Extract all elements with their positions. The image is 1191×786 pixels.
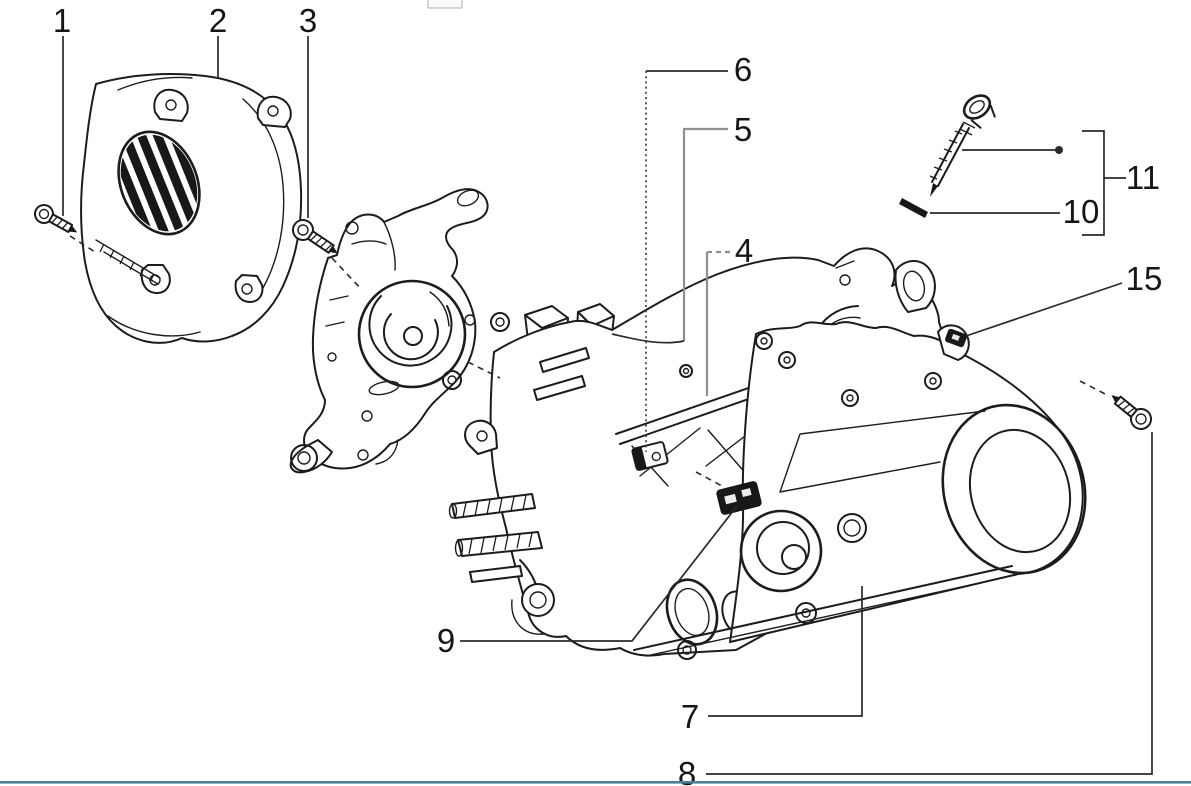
fan-cover-vent	[108, 123, 212, 243]
leader-dot-end	[1055, 146, 1063, 154]
callout-15[interactable]: 15	[965, 260, 1163, 337]
callout-7-label[interactable]: 7	[681, 698, 699, 735]
cropped-window-artifact	[427, 0, 463, 9]
crankcase-ear-hole	[902, 270, 926, 302]
cover-bolt-bosses	[679, 332, 942, 624]
screw-part-3	[292, 219, 338, 254]
callout-1-label[interactable]: 1	[53, 2, 71, 39]
callout-2[interactable]: 2	[209, 2, 227, 79]
callout-7[interactable]: 7	[681, 586, 863, 735]
cowl-bracket	[289, 188, 489, 474]
callout-4-label[interactable]: 4	[735, 232, 753, 269]
align-dashes-screw8	[1079, 380, 1108, 396]
align-dashes-screw1	[69, 235, 96, 253]
cowl-arm-oval-hole	[456, 189, 480, 207]
callout-8[interactable]: 8	[678, 432, 1153, 786]
bottom-accent-rule	[0, 781, 1191, 784]
callout-10[interactable]: 10	[930, 193, 1099, 230]
callout-6[interactable]: 6	[645, 51, 752, 452]
engine-studs	[448, 493, 543, 583]
callout-2-label[interactable]: 2	[209, 2, 227, 39]
cover-round-boss	[739, 509, 823, 593]
dipstick-washer	[899, 198, 928, 218]
screw-part-8	[1111, 395, 1152, 430]
align-dashes-clamp	[695, 471, 723, 487]
callout-9[interactable]: 9	[437, 505, 738, 659]
cowl-volute	[357, 279, 467, 389]
clamp-part-9	[716, 481, 762, 515]
callout-9-label[interactable]: 9	[437, 622, 455, 659]
align-dashes-cowl	[467, 361, 501, 379]
dipstick-threads	[929, 121, 976, 180]
callout-8-label[interactable]: 8	[678, 755, 696, 786]
clamp-part-6	[631, 441, 669, 471]
callout-11-label[interactable]: 11	[1126, 159, 1160, 196]
callout-15-label[interactable]: 15	[1126, 260, 1163, 297]
oil-dipstick	[899, 94, 996, 218]
align-dashes-screw3	[331, 257, 363, 291]
plug-part-15	[945, 328, 967, 348]
cover-oval-boss	[941, 403, 1087, 575]
callout-3-label[interactable]: 3	[299, 2, 317, 39]
fan-cover	[80, 73, 303, 344]
cowl-mount-bushing	[289, 439, 333, 474]
callout-11[interactable]: 11	[962, 130, 1160, 236]
callout-4[interactable]: 4	[705, 232, 753, 396]
callout-3[interactable]: 3	[299, 2, 317, 218]
screw-part-1	[34, 204, 78, 234]
callout-5-label[interactable]: 5	[734, 111, 752, 148]
fan-cover-lug-bottom-right	[234, 274, 264, 303]
fan-cover-lug-top-right	[256, 95, 292, 128]
cowl-hole-top	[345, 221, 359, 235]
callout-5[interactable]: 5	[611, 111, 752, 344]
fan-cover-lug-top-left	[153, 88, 189, 122]
callout-1[interactable]: 1	[53, 2, 71, 216]
fan-cover-hatch	[99, 243, 155, 283]
transmission-cover	[633, 321, 1087, 657]
callout-6-label[interactable]: 6	[734, 51, 752, 88]
callout-10-label[interactable]: 10	[1063, 193, 1100, 230]
